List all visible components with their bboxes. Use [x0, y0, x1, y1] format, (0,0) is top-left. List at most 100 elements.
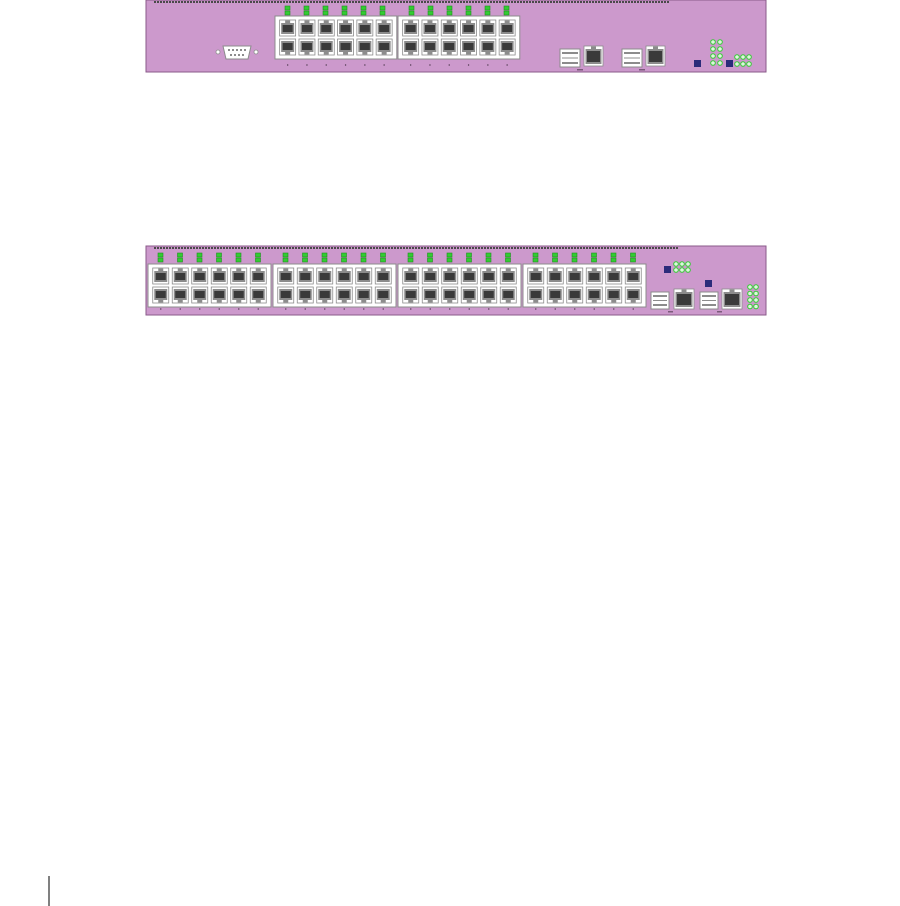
port-contacts — [464, 273, 474, 280]
port-latch — [197, 300, 202, 303]
status-led — [680, 268, 685, 273]
vent-slot — [175, 247, 177, 249]
rj45-port — [625, 287, 641, 303]
console-pin — [236, 49, 238, 51]
console-pin — [234, 54, 236, 56]
activity-led — [322, 258, 327, 262]
activity-led — [197, 258, 202, 262]
port-contacts — [464, 25, 474, 32]
vent-slot — [172, 247, 174, 249]
vent-slot — [190, 1, 192, 3]
port-number-mark — [344, 308, 345, 310]
vent-slot — [169, 1, 171, 3]
vent-slot — [295, 247, 297, 249]
vent-slot — [271, 247, 273, 249]
reset-button[interactable] — [726, 60, 733, 67]
port-latch — [428, 300, 433, 303]
link-led — [485, 6, 490, 10]
vent-slot — [175, 1, 177, 3]
rj45-port — [403, 20, 419, 36]
vent-slot — [619, 1, 621, 3]
vent-slot — [472, 247, 474, 249]
vent-slot — [232, 1, 234, 3]
vent-slot — [340, 1, 342, 3]
vent-slot — [211, 1, 213, 3]
vent-slot — [595, 1, 597, 3]
vent-slot — [355, 247, 357, 249]
port-contacts — [359, 291, 369, 298]
status-led — [748, 285, 753, 290]
vent-slot — [664, 1, 666, 3]
link-led — [409, 6, 414, 10]
port-latch — [408, 52, 413, 55]
vent-slot — [508, 247, 510, 249]
vent-slot — [403, 247, 405, 249]
link-led — [178, 253, 183, 257]
vent-slot — [523, 247, 525, 249]
vent-slot — [295, 1, 297, 3]
rj45-port — [250, 268, 266, 284]
console-connector[interactable] — [223, 46, 251, 59]
port-block — [275, 16, 397, 59]
vent-slot — [538, 247, 540, 249]
vent-slot — [493, 1, 495, 3]
vent-slot — [382, 247, 384, 249]
port-latch — [322, 300, 327, 303]
vent-slot — [427, 247, 429, 249]
port-contacts — [484, 291, 494, 298]
sfp-slot-bottom — [624, 62, 640, 64]
vent-slot — [541, 1, 543, 3]
vent-slot — [661, 247, 663, 249]
vent-slot — [604, 247, 606, 249]
vent-slot — [676, 247, 678, 249]
vent-slot — [496, 1, 498, 3]
vent-slot — [187, 1, 189, 3]
vent-slot — [292, 247, 294, 249]
vent-slot — [277, 1, 279, 3]
port-contacts — [502, 43, 512, 50]
vent-slot — [655, 1, 657, 3]
vent-slot — [577, 1, 579, 3]
vent-slot — [478, 247, 480, 249]
port-contacts — [531, 291, 541, 298]
vent-slot — [598, 1, 600, 3]
rj45-port — [606, 287, 622, 303]
port-latch — [343, 52, 348, 55]
port-number-mark — [535, 308, 536, 310]
vent-slot — [208, 1, 210, 3]
port-contacts — [503, 291, 513, 298]
port-latch — [361, 269, 366, 272]
vent-slot — [670, 247, 672, 249]
vent-slot — [355, 1, 357, 3]
vent-slot — [160, 247, 162, 249]
vent-slot — [538, 1, 540, 3]
rj45-port — [297, 287, 313, 303]
port-latch — [178, 269, 183, 272]
rj45-port — [461, 20, 477, 36]
rj45-port — [375, 268, 391, 284]
vent-slot — [157, 1, 159, 3]
reset-button[interactable] — [705, 280, 712, 287]
vent-slot — [364, 1, 366, 3]
activity-led — [631, 258, 636, 262]
mode-button[interactable] — [664, 266, 671, 273]
rj45-port — [356, 268, 372, 284]
vent-slot — [481, 247, 483, 249]
mode-button[interactable] — [694, 60, 701, 67]
vent-slot — [388, 1, 390, 3]
port-contacts — [156, 273, 166, 280]
vent-slot — [385, 247, 387, 249]
port-latch — [427, 21, 432, 24]
rj45-port — [481, 287, 497, 303]
port-contacts — [359, 273, 369, 280]
vent-slot — [310, 247, 312, 249]
status-led — [748, 298, 753, 303]
rj45-port — [338, 39, 354, 55]
sfp-uplink-port — [622, 49, 642, 67]
vent-slot — [622, 1, 624, 3]
vent-slot — [553, 1, 555, 3]
vent-slot — [439, 247, 441, 249]
port-contacts — [195, 291, 205, 298]
port-latch — [304, 52, 309, 55]
rj45-port — [567, 268, 583, 284]
